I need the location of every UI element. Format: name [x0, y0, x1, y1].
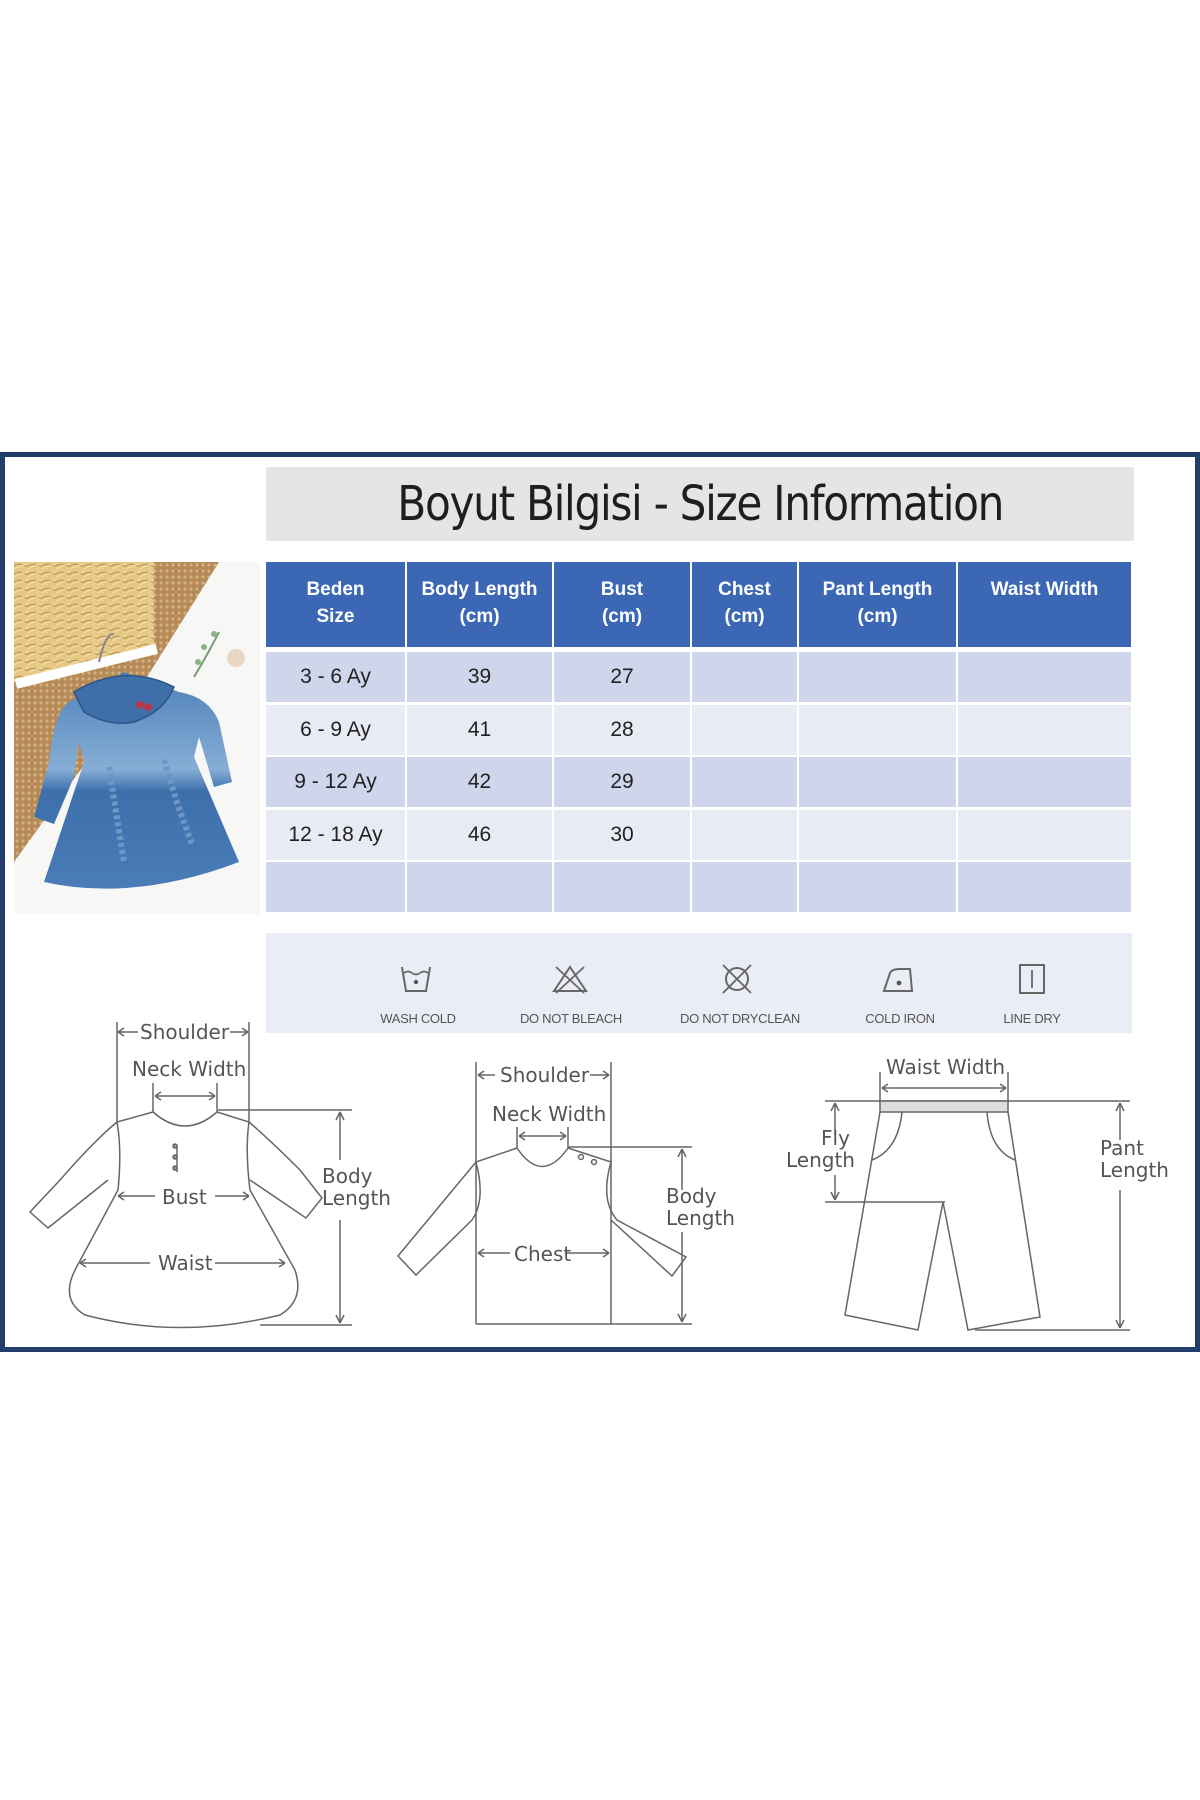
cold-iron-icon: [882, 968, 914, 992]
care-label-do-not-bleach: DO NOT BLEACH: [519, 1011, 623, 1026]
table-cell-size: 6 - 9 Ay: [266, 705, 405, 755]
table-cell-bust: [554, 862, 690, 912]
denim-dress-image: [14, 562, 260, 914]
table-cell-body-length: 39: [407, 652, 552, 702]
table-cell-pant-length: [799, 862, 956, 912]
dress-neck-width-label: Neck Width: [132, 1057, 247, 1081]
table-cell-bust: 29: [554, 757, 690, 807]
table-cell-chest: [692, 862, 797, 912]
care-instructions: WASH COLD DO NOT BLEACH DO NOT DRYCLEAN …: [266, 933, 1132, 1033]
table-cell-waist-width: [958, 810, 1131, 860]
table-cell-body-length: 46: [407, 810, 552, 860]
table-cell-chest: [692, 705, 797, 755]
table-cell-size: 9 - 12 Ay: [266, 757, 405, 807]
table-cell-waist-width: [958, 705, 1131, 755]
table-cell-chest: [692, 652, 797, 702]
dress-shoulder-label: Shoulder: [140, 1020, 230, 1044]
table-cell-bust: 28: [554, 705, 690, 755]
page-title: Boyut Bilgisi - Size Information: [397, 476, 1004, 532]
table-cell-pant-length: [799, 652, 956, 702]
dress-measurement-diagram: [28, 1022, 352, 1329]
pants-waist-width-label: Waist Width: [886, 1055, 1006, 1079]
table-cell-chest: [692, 757, 797, 807]
care-label-wash-cold: WASH COLD: [380, 1011, 456, 1026]
table-cell-waist-width: [958, 757, 1131, 807]
table-cell-size: 12 - 18 Ay: [266, 810, 405, 860]
table-cell-body-length: 41: [407, 705, 552, 755]
care-label-line-dry: LINE DRY: [1003, 1011, 1061, 1026]
table-cell-body-length: 42: [407, 757, 552, 807]
table-cell-pant-length: [799, 705, 956, 755]
table-cell-bust: 30: [554, 810, 690, 860]
product-photo: [14, 562, 260, 914]
header-bust: Bust(cm): [554, 562, 690, 647]
header-waist-width: Waist Width: [958, 562, 1131, 647]
table-cell-pant-length: [799, 810, 956, 860]
table-cell-bust: 27: [554, 652, 690, 702]
wash-cold-icon: [401, 966, 431, 992]
care-label-cold-iron: COLD IRON: [865, 1011, 935, 1026]
table-cell-waist-width: [958, 652, 1131, 702]
header-body-length: Body Length(cm): [407, 562, 552, 647]
table-cell-chest: [692, 810, 797, 860]
line-dry-icon: [1019, 964, 1045, 994]
table-cell-size: [266, 862, 405, 912]
table-cell-waist-width: [958, 862, 1131, 912]
shirt-chest-label: Chest: [514, 1242, 572, 1266]
header-chest: Chest(cm): [692, 562, 797, 647]
shirt-shoulder-label: Shoulder: [500, 1063, 590, 1087]
dress-bust-label: Bust: [162, 1185, 207, 1209]
table-cell-body-length: [407, 862, 552, 912]
header-pant-length: Pant Length(cm): [799, 562, 956, 647]
table-cell-size: 3 - 6 Ay: [266, 652, 405, 702]
title-banner: Boyut Bilgisi - Size Information: [266, 467, 1134, 541]
shirt-measurement-diagram: [396, 1062, 692, 1325]
shirt-neck-width-label: Neck Width: [492, 1102, 607, 1126]
care-label-do-not-dryclean: DO NOT DRYCLEAN: [680, 1011, 800, 1026]
do-not-dryclean-icon: [722, 964, 752, 994]
table-cell-pant-length: [799, 757, 956, 807]
pants-measurement-diagram: [825, 1072, 1130, 1331]
do-not-bleach-icon: [552, 965, 588, 994]
dress-waist-label: Waist: [158, 1251, 213, 1275]
